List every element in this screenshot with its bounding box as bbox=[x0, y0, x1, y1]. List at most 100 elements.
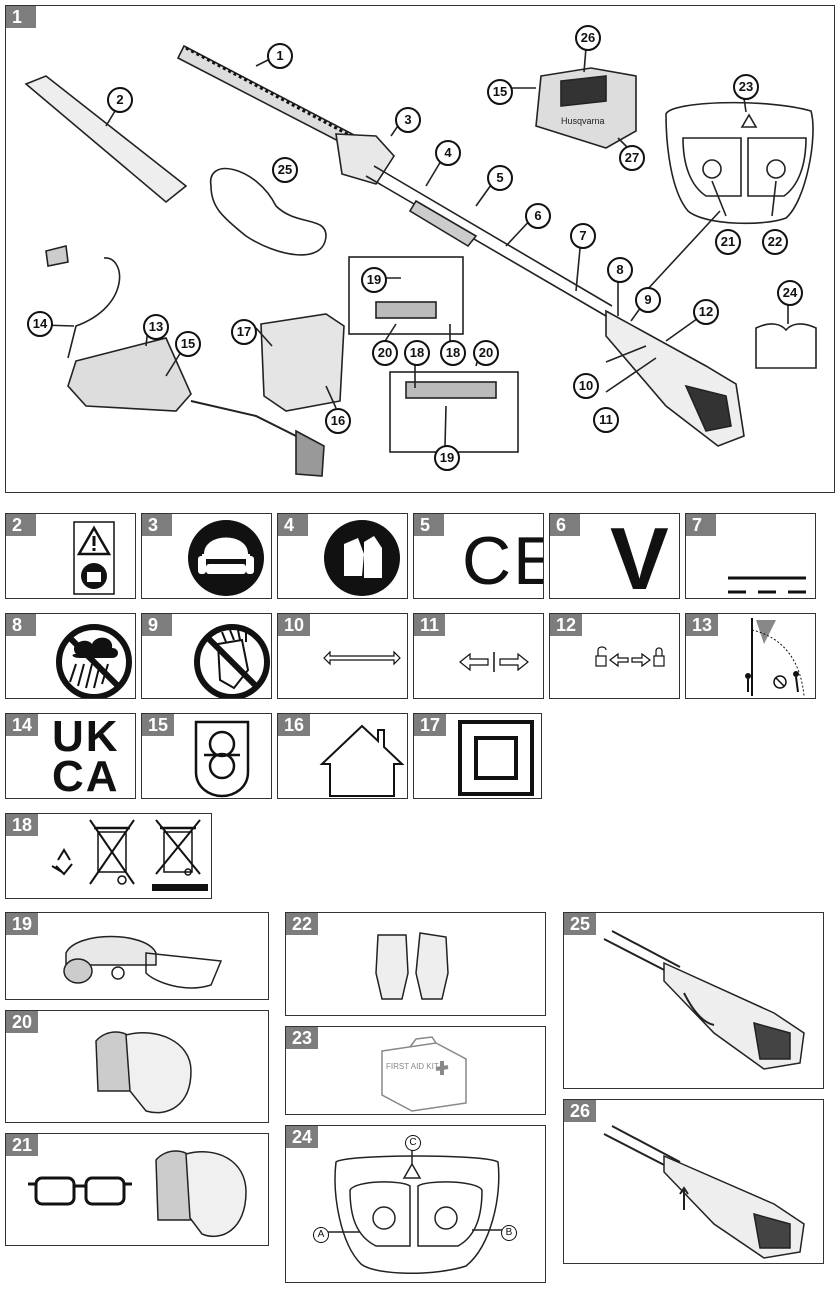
callout-20a: 20 bbox=[372, 340, 398, 366]
panel-20: 20 bbox=[5, 1010, 269, 1123]
panel-number: 18 bbox=[6, 814, 39, 836]
callout-6: 6 bbox=[525, 203, 551, 229]
callout-24: 24 bbox=[777, 280, 803, 306]
callout-15-supply: 15 bbox=[175, 331, 201, 357]
panel-6: 6 V bbox=[549, 513, 680, 599]
ce-mark: CE bbox=[462, 523, 543, 599]
callout-23: 23 bbox=[733, 74, 759, 100]
lock-unlock-icon bbox=[595, 646, 665, 668]
ukca-mark-line2: CA bbox=[52, 752, 120, 799]
callout-14: 14 bbox=[27, 311, 53, 337]
extend-retract-icon bbox=[459, 652, 529, 672]
panel-3: 3 bbox=[141, 513, 272, 599]
callout-18a: 18 bbox=[404, 340, 430, 366]
panel-number: 23 bbox=[286, 1027, 319, 1049]
panel-18: 18 bbox=[5, 813, 212, 899]
panel-26: 26 bbox=[563, 1099, 824, 1264]
callout-21: 21 bbox=[715, 229, 741, 255]
callout-15-charger: 15 bbox=[487, 79, 513, 105]
panel-number: 22 bbox=[286, 913, 319, 935]
panel-number: 8 bbox=[6, 614, 36, 636]
panel-5: 5 CE bbox=[413, 513, 544, 599]
panel-number: 10 bbox=[278, 614, 311, 636]
callout-7: 7 bbox=[570, 223, 596, 249]
panel-14: 14 UK CA bbox=[5, 713, 136, 799]
handle-operation-drawing-1 bbox=[603, 930, 805, 1070]
panel-12: 12 bbox=[549, 613, 680, 699]
panel-number: 9 bbox=[142, 614, 172, 636]
panel-number: 26 bbox=[564, 1100, 597, 1122]
double-insulation-icon bbox=[458, 720, 534, 796]
safety-transformer-icon bbox=[194, 720, 250, 798]
no-rain-icon bbox=[56, 624, 132, 698]
callout-26: 26 bbox=[575, 25, 601, 51]
goggles-earmuffs-visor-icon bbox=[28, 1150, 247, 1238]
wear-gloves-icon bbox=[324, 520, 400, 596]
panel-15: 15 bbox=[141, 713, 272, 799]
no-hand-contact-icon bbox=[194, 624, 270, 698]
label-a: A bbox=[313, 1227, 329, 1243]
ukca-mark-line1: UK bbox=[52, 713, 120, 761]
label-c: C bbox=[405, 1135, 421, 1151]
double-arrow-icon bbox=[323, 650, 401, 666]
first-aid-kit-icon: FIRST AID KIT bbox=[381, 1036, 467, 1112]
helmet-visor-earmuffs-icon bbox=[63, 935, 223, 989]
callout-25: 25 bbox=[272, 157, 298, 183]
callout-9: 9 bbox=[635, 287, 661, 313]
panel-17: 17 bbox=[413, 713, 542, 799]
callout-3: 3 bbox=[395, 107, 421, 133]
panel-number: 6 bbox=[550, 514, 580, 536]
wear-head-protection-icon bbox=[188, 520, 264, 596]
panel-10: 10 bbox=[277, 613, 408, 699]
handle-operation-drawing-2 bbox=[603, 1125, 805, 1259]
power-line-distance-icon bbox=[745, 618, 805, 697]
panel-number: 25 bbox=[564, 913, 597, 935]
panel-number: 16 bbox=[278, 714, 311, 736]
panel-number: 1 bbox=[6, 6, 36, 28]
panel-7: 7 bbox=[685, 513, 816, 599]
panel-number: 14 bbox=[6, 714, 39, 736]
indoor-use-house-icon bbox=[319, 724, 405, 797]
panel-number: 24 bbox=[286, 1126, 319, 1148]
charger-brand-text: Husqvarna bbox=[561, 116, 605, 126]
callout-27: 27 bbox=[619, 145, 645, 171]
weee-recycling-icons bbox=[51, 819, 208, 891]
panel-number: 4 bbox=[278, 514, 308, 536]
callout-20b: 20 bbox=[473, 340, 499, 366]
callout-19a: 19 bbox=[361, 267, 387, 293]
panel-13: 13 bbox=[685, 613, 816, 699]
panel-2: 2 bbox=[5, 513, 136, 599]
callout-22: 22 bbox=[762, 229, 788, 255]
panel-number: 7 bbox=[686, 514, 716, 536]
callout-10: 10 bbox=[573, 373, 599, 399]
panel-number: 20 bbox=[6, 1011, 39, 1033]
label-b: B bbox=[501, 1225, 517, 1241]
panel-number: 2 bbox=[6, 514, 36, 536]
warning-read-manual-icon bbox=[73, 521, 115, 595]
panel-23: 23 FIRST AID KIT bbox=[285, 1026, 546, 1115]
dc-current-icon bbox=[728, 576, 806, 594]
panel-9: 9 bbox=[141, 613, 272, 699]
earmuffs-visor-icon bbox=[95, 1031, 192, 1114]
panel-number: 13 bbox=[686, 614, 719, 636]
callout-2: 2 bbox=[107, 87, 133, 113]
panel-4: 4 bbox=[277, 513, 408, 599]
callout-12: 12 bbox=[693, 299, 719, 325]
panel-16: 16 bbox=[277, 713, 408, 799]
callout-1: 1 bbox=[267, 43, 293, 69]
callout-17: 17 bbox=[231, 319, 257, 345]
callout-4: 4 bbox=[435, 140, 461, 166]
hedge-trimmer-parts-drawing: Husqvarna bbox=[24, 44, 817, 477]
callout-11: 11 bbox=[593, 407, 619, 433]
panel-number: 17 bbox=[414, 714, 447, 736]
panel-8: 8 bbox=[5, 613, 136, 699]
callout-8: 8 bbox=[607, 257, 633, 283]
panel-19: 19 bbox=[5, 912, 269, 1000]
panel-number: 5 bbox=[414, 514, 444, 536]
callout-16: 16 bbox=[325, 408, 351, 434]
panel-number: 11 bbox=[414, 614, 446, 636]
panel-11: 11 bbox=[413, 613, 544, 699]
panel-number: 3 bbox=[142, 514, 172, 536]
first-aid-text: FIRST AID KIT bbox=[386, 1062, 439, 1071]
panel-1-overview: 1 bbox=[5, 5, 835, 493]
